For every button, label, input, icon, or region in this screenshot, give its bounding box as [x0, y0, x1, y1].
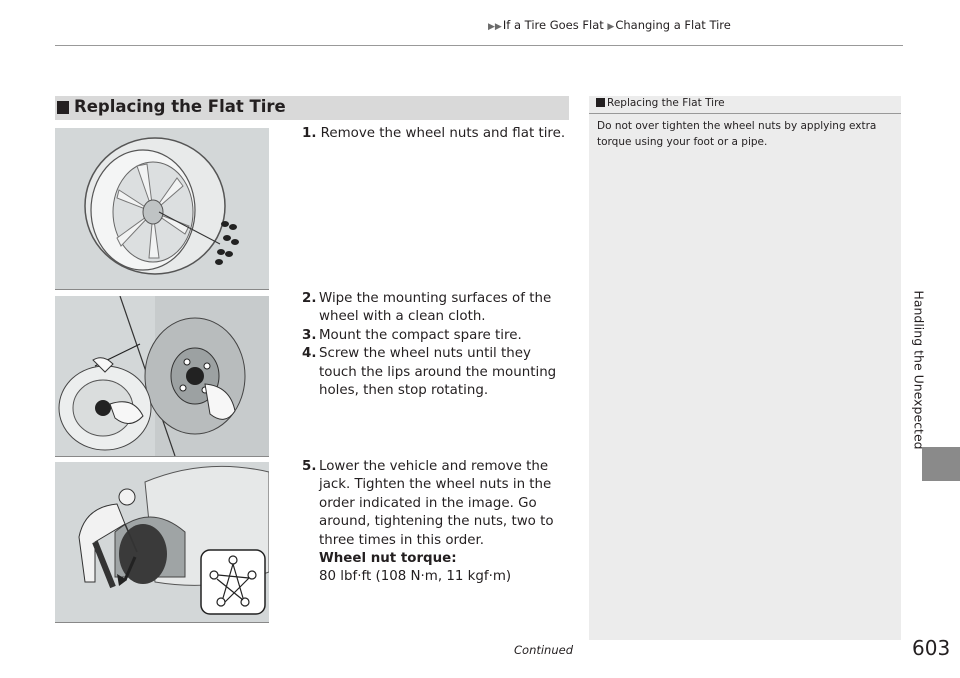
square-bullet-icon	[57, 101, 69, 114]
note-title: Replacing the Flat Tire	[596, 97, 725, 109]
step-1: 1. Remove the wheel nuts and flat tire.	[302, 125, 570, 143]
header-rule	[55, 45, 903, 46]
torque-label: Wheel nut torque:	[319, 551, 457, 567]
figure-tighten-nuts	[55, 462, 269, 623]
step-text: Wipe the mounting surfaces of the wheel …	[319, 291, 552, 325]
section-title: Replacing the Flat Tire	[74, 97, 286, 116]
step-number: 5.	[302, 459, 317, 474]
note-icon	[596, 98, 605, 107]
figure-remove-wheel	[55, 128, 269, 290]
step-number: 1.	[302, 126, 317, 141]
step-text: Remove the wheel nuts and flat tire.	[320, 126, 566, 141]
step-number: 4.	[302, 346, 317, 362]
step-number: 2.	[302, 291, 317, 306]
note-rule	[589, 113, 901, 114]
note-title-text: Replacing the Flat Tire	[607, 97, 725, 109]
step-5: 5. Lower the vehicle and remove the jack…	[302, 458, 570, 587]
breadcrumb: ▶▶If a Tire Goes Flat ▶Changing a Flat T…	[488, 18, 731, 32]
step-number: 3.	[302, 327, 317, 343]
mounting-illustration	[58, 296, 269, 456]
continued-label: Continued	[514, 643, 574, 657]
note-body: Do not over tighten the wheel nuts by ap…	[597, 120, 877, 148]
tightening-illustration	[78, 465, 269, 615]
note-panel	[589, 96, 901, 640]
step-text: Screw the wheel nuts until they touch th…	[319, 346, 557, 399]
section-header: Replacing the Flat Tire	[55, 96, 569, 120]
breadcrumb-part-2: Changing a Flat Tire	[615, 18, 731, 32]
step-text: Mount the compact spare tire.	[319, 327, 522, 343]
torque-value: 80 lbf·ft (108 N·m, 11 kgf·m)	[319, 569, 512, 585]
side-tab-marker	[922, 447, 960, 481]
wheel-illustration	[84, 137, 239, 275]
step-text: Lower the vehicle and remove the jack. T…	[319, 459, 554, 548]
breadcrumb-part-1: If a Tire Goes Flat	[502, 18, 604, 32]
step-2: 2. Wipe the mounting surfaces of the whe…	[302, 290, 570, 400]
side-tab-label: Handling the Unexpected	[911, 290, 927, 450]
figure-mount-spare	[55, 296, 269, 457]
triangle-icon: ▶	[607, 22, 615, 32]
page-number: 603	[912, 636, 951, 660]
triangle-icon: ▶▶	[488, 22, 502, 32]
